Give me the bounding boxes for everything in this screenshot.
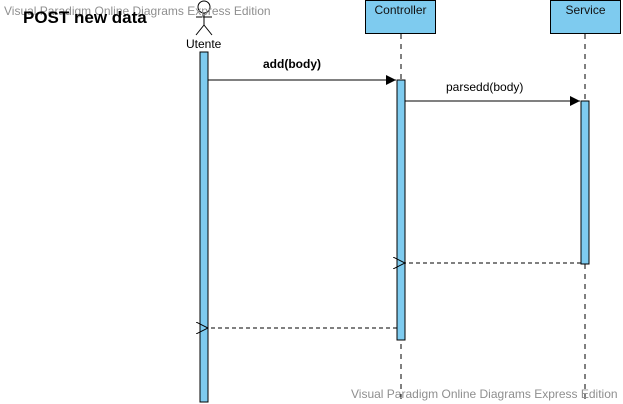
activation-service [580, 100, 590, 265]
diagram-title: POST new data [23, 8, 147, 27]
lifeline-header-service: Service [550, 0, 621, 34]
watermark-top: Visual Paradigm Online Diagrams Express … [4, 4, 271, 18]
lifeline-label-service: Service [565, 3, 606, 17]
watermark-bottom: Visual Paradigm Online Diagrams Express … [351, 387, 618, 401]
lifeline-header-controller: Controller [365, 0, 436, 34]
activation-controller [396, 79, 406, 341]
message-parsedd-label: parsedd(body) [446, 80, 524, 94]
actor-utente-icon [195, 0, 213, 36]
message-add-label: add(body) [263, 57, 321, 71]
lifeline-label-controller: Controller [374, 3, 427, 17]
activation-utente [199, 51, 209, 403]
actor-label-utente: Utente [186, 37, 222, 51]
